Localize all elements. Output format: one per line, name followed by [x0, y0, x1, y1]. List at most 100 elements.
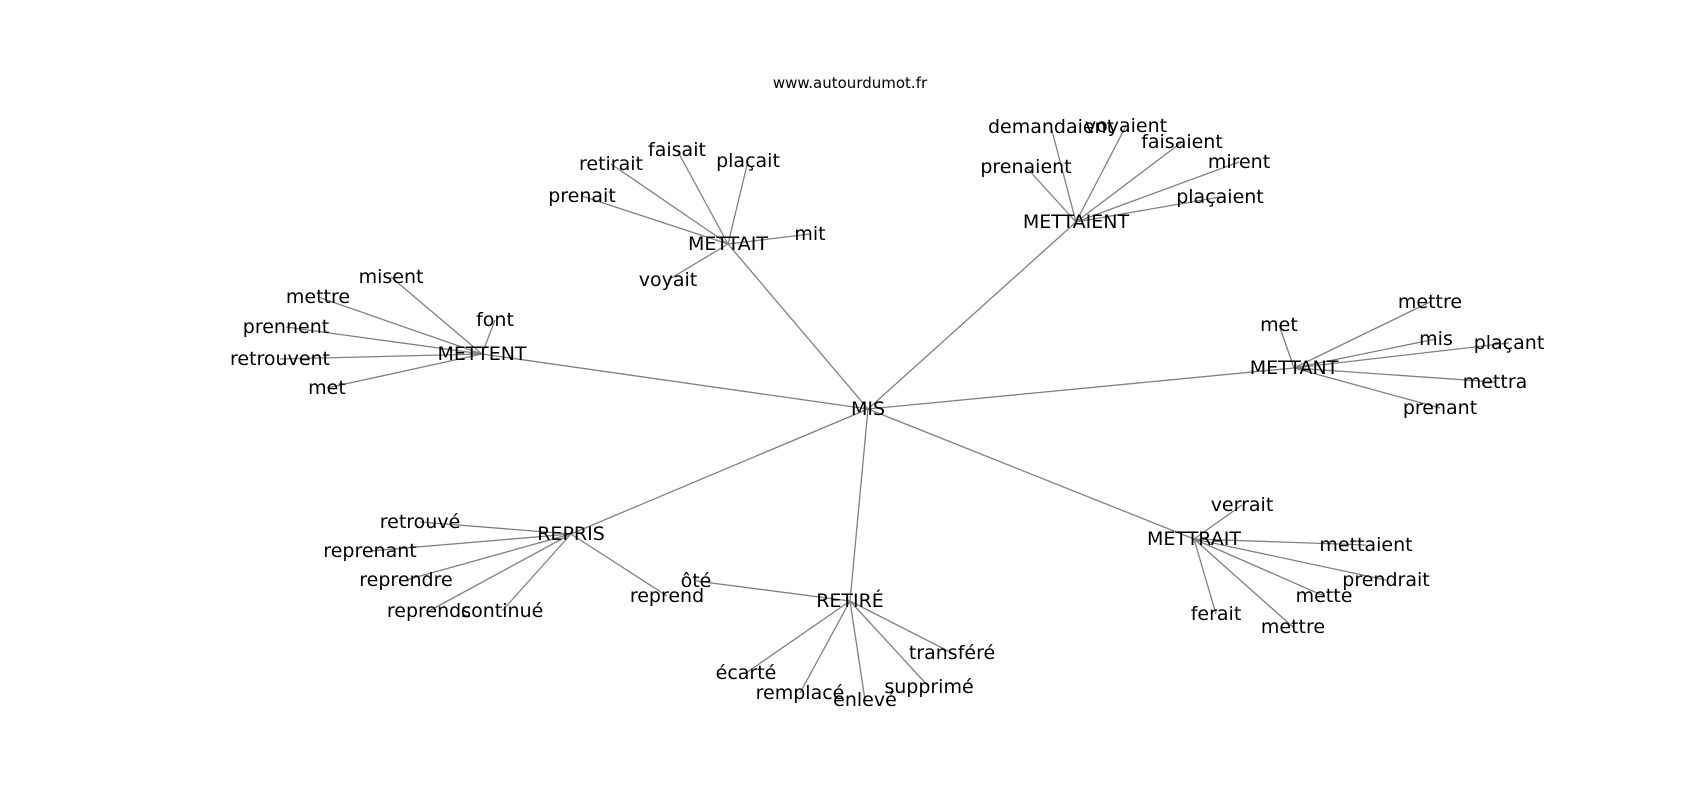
- node-mettent-retrouvent: retrouvent: [230, 348, 330, 370]
- edge-mis-repris: [570, 408, 869, 535]
- edge-mettaient-voyaient: [1075, 125, 1127, 223]
- node-mettait-prenait: prenait: [548, 185, 616, 207]
- node-mettant: METTANT: [1250, 357, 1339, 379]
- node-mettaient-mirent: mirent: [1208, 151, 1270, 173]
- edge-retire-supprime: [849, 600, 930, 688]
- edge-retire-ote: [695, 580, 851, 602]
- edge-mettaient-placaient: [1075, 196, 1221, 223]
- edge-mettant-prenant: [1293, 367, 1441, 409]
- node-mettrait-ferait: ferait: [1191, 603, 1242, 625]
- node-mettait-mit: mit: [794, 223, 825, 245]
- node-mettrait-mette: mette: [1296, 585, 1353, 607]
- node-retire-ecarte: écarté: [716, 662, 777, 684]
- edge-mis-mettent: [481, 353, 869, 410]
- node-mettait: METTAIT: [688, 233, 768, 255]
- node-mettent-prennent: prennent: [243, 316, 329, 338]
- edge-mettaient-mirent: [1075, 161, 1240, 223]
- edge-retire-transfere: [849, 600, 953, 654]
- node-retire-remplace: remplacé: [756, 682, 845, 704]
- edge-mettaient-prenaient: [1025, 166, 1077, 223]
- node-mettrait-mettre: mettre: [1261, 616, 1325, 638]
- edge-mettait-faisait: [676, 149, 729, 245]
- edge-repris-reprends: [428, 533, 572, 612]
- edge-mis-retire: [849, 408, 869, 602]
- edge-mettent-mettre: [317, 296, 483, 355]
- edge-repris-retrouve: [419, 521, 572, 535]
- node-mettait-placait: plaçait: [716, 150, 780, 172]
- edge-mis-mettrait: [867, 408, 1195, 540]
- node-mettent-met: met: [308, 377, 346, 399]
- edge-mettait-placait: [727, 160, 749, 245]
- node-repris-retrouve: retrouvé: [380, 511, 461, 533]
- edge-mettant-mettre: [1293, 301, 1431, 369]
- node-mettait-retirait: retirait: [579, 153, 643, 175]
- node-mettrait-prendrait: prendrait: [1342, 569, 1429, 591]
- node-mettrait: METTRAIT: [1147, 528, 1241, 550]
- edge-mis-mettant: [867, 367, 1295, 410]
- edge-mettrait-mette: [1193, 538, 1325, 597]
- edge-repris-reprenant: [369, 533, 572, 552]
- node-mettent-mettre: mettre: [286, 286, 350, 308]
- edge-mettrait-verrait: [1193, 504, 1243, 540]
- node-repris-continue: continué: [461, 600, 544, 622]
- node-mettait-voyait: voyait: [639, 269, 697, 291]
- edge-mis-mettaient: [867, 221, 1077, 410]
- node-mettant-met: met: [1260, 314, 1298, 336]
- edge-mettrait-mettaient: [1193, 538, 1367, 546]
- node-center-mis: MIS: [851, 398, 885, 420]
- graph-edges: [279, 125, 1510, 701]
- node-mettant-mettra: mettra: [1463, 371, 1528, 393]
- edge-mettant-placant: [1293, 342, 1510, 369]
- node-retire: RETIRÉ: [816, 589, 884, 612]
- node-repris: REPRIS: [537, 523, 605, 545]
- node-mettant-placant: plaçant: [1474, 332, 1545, 354]
- node-repris-reprenant: reprenant: [323, 540, 416, 562]
- node-repris-reprends: reprends: [387, 600, 471, 622]
- node-mettant-prenant: prenant: [1403, 397, 1477, 419]
- node-mettaient-placaient: plaçaient: [1176, 186, 1264, 208]
- edge-mettaient-demandaient: [1050, 126, 1077, 223]
- node-retire-ote: ôté: [681, 570, 712, 592]
- edge-repris-reprendre: [405, 533, 572, 581]
- node-retire-supprime: supprimé: [884, 676, 973, 698]
- edge-mettent-retrouvent: [279, 353, 483, 360]
- node-mettent-font: font: [476, 309, 514, 331]
- node-repris-reprend: reprend: [630, 585, 704, 607]
- node-mettent-misent: misent: [359, 266, 424, 288]
- edge-retire-enleve: [849, 600, 866, 701]
- node-mettait-faisait: faisait: [648, 139, 706, 161]
- edge-mettaient-faisaient: [1075, 141, 1183, 223]
- edge-mettrait-prendrait: [1193, 538, 1387, 581]
- edge-retire-ecarte: [745, 600, 851, 674]
- edge-mettent-misent: [390, 276, 483, 355]
- edge-mettrait-ferait: [1193, 538, 1217, 615]
- edge-repris-reprend: [570, 533, 668, 597]
- node-mettent: METTENT: [437, 343, 526, 365]
- node-retire-transfere: transféré: [909, 642, 995, 664]
- edge-mettait-prenait: [581, 195, 729, 245]
- edge-repris-continue: [501, 533, 572, 612]
- edge-mettent-met: [326, 353, 483, 389]
- edge-mettait-voyait: [667, 243, 729, 281]
- source-url: www.autourdumot.fr: [773, 74, 928, 92]
- edge-mettent-font: [481, 319, 496, 355]
- edge-mettant-mettra: [1293, 367, 1496, 383]
- node-mettaient-demandaient: demandaient: [988, 116, 1114, 138]
- node-mettaient-prenaient: prenaient: [980, 156, 1071, 178]
- node-mettaient-faisaient: faisaient: [1141, 131, 1223, 153]
- node-repris-reprendre: reprendre: [359, 569, 452, 591]
- node-mettant-mis: mis: [1419, 328, 1453, 350]
- node-mettaient-voyaient: voyaient: [1085, 115, 1167, 137]
- edge-mettent-prennent: [285, 326, 483, 355]
- edge-mettant-met: [1278, 324, 1295, 369]
- node-mettrait-verrait: verrait: [1211, 494, 1274, 516]
- node-mettant-mettre: mettre: [1398, 291, 1462, 313]
- edge-retire-remplace: [799, 600, 851, 694]
- edge-mis-mettait: [727, 243, 869, 410]
- edge-mettrait-mettre: [1193, 538, 1294, 628]
- edge-mettait-retirait: [610, 163, 729, 245]
- edge-mettait-mit: [727, 233, 811, 245]
- node-mettrait-mettaient: mettaient: [1319, 534, 1412, 556]
